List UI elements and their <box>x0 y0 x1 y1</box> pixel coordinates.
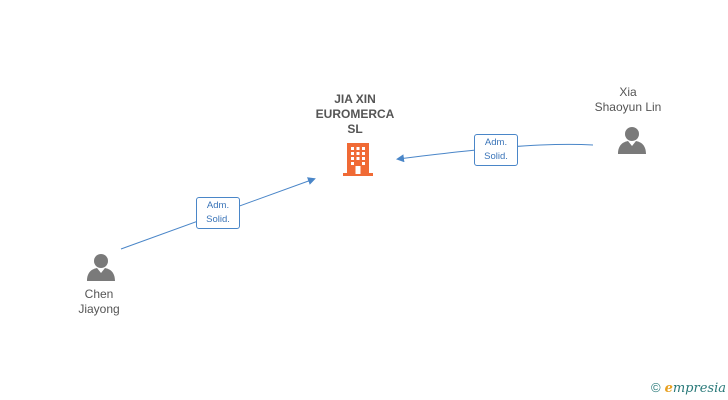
company-name-line: EUROMERCA <box>315 107 395 121</box>
company-name-line: JIA XIN <box>334 92 376 106</box>
person-name-chen[interactable]: Chen Jiayong <box>49 287 149 317</box>
copyright-symbol: © <box>650 380 661 395</box>
edge-label-xia[interactable]: Adm. Solid. <box>474 134 518 166</box>
empresia-logo-initial: e <box>664 381 673 396</box>
person-name-xia[interactable]: Xia Shaoyun Lin <box>578 85 678 115</box>
person-name-line: Chen <box>84 287 114 301</box>
building-icon[interactable] <box>341 141 375 177</box>
company-name-line: SL <box>347 122 363 136</box>
edge-label-line: Adm. <box>484 137 508 148</box>
empresia-watermark: ©empresia <box>651 380 726 396</box>
edge-label-line: Solid. <box>206 214 230 225</box>
edge-label-line: Adm. <box>206 200 230 211</box>
person-icon[interactable] <box>86 252 116 282</box>
person-icon[interactable] <box>617 125 647 155</box>
person-name-line: Shaoyun Lin <box>594 100 662 114</box>
edge-label-chen[interactable]: Adm. Solid. <box>196 197 240 229</box>
person-name-line: Jiayong <box>78 302 120 316</box>
empresia-logo-text: mpresia <box>672 381 726 396</box>
person-name-line: Xia <box>619 85 637 99</box>
edge-label-line: Solid. <box>484 151 508 162</box>
company-name[interactable]: JIA XIN EUROMERCA SL <box>305 92 405 137</box>
